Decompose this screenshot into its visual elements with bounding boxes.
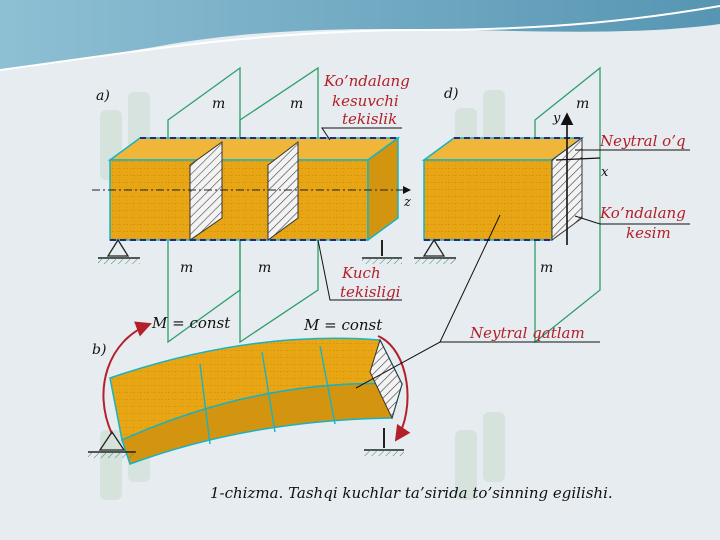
plane-m-label-4: m <box>258 260 271 276</box>
support-right-a <box>362 240 402 264</box>
label-m-const-left: M = const <box>151 314 231 332</box>
panel-d-label: d) <box>444 86 458 102</box>
plane-m-label-5: m <box>576 96 589 112</box>
beam-a-top <box>107 137 401 161</box>
plane-m-2 <box>239 66 319 344</box>
label-kondalang-kesim-2: kesim <box>626 224 671 242</box>
label-neytral-oq: Neytral o’q <box>599 132 686 150</box>
panel-a-beam <box>92 66 411 344</box>
axis-z-label: z <box>403 195 411 210</box>
label-kondalang-kesuvchi-2: kesuvchi <box>332 92 399 110</box>
plane-m-label-3: m <box>180 260 193 276</box>
label-kondalang-kesuvchi-3: tekislik <box>342 110 397 128</box>
figure-caption: 1-chizma. Tashqi kuchlar ta’sirida to’si… <box>210 484 613 502</box>
text-labels: a) b) d) m m m m m m z y x Ko’ndalang ke… <box>92 72 686 502</box>
support-right-b <box>364 428 404 456</box>
panel-a-label: a) <box>96 88 110 104</box>
panel-d-beam <box>414 66 601 344</box>
moment-arrow-left <box>102 321 152 435</box>
cut-section-1 <box>189 141 223 241</box>
axis-y-label: y <box>552 111 561 126</box>
support-left-a <box>98 238 140 264</box>
label-neytral-qatlam: Neytral qatlam <box>469 324 585 342</box>
bent-end-section <box>369 338 403 420</box>
label-kuch-1: Kuch <box>341 264 381 282</box>
leader-lines <box>317 127 690 389</box>
panel-b-label: b) <box>92 342 106 358</box>
panel-b-bent-beam <box>88 321 411 465</box>
plane-m-label-1: m <box>212 96 225 112</box>
header-wave <box>0 0 720 71</box>
beam-a-side <box>367 136 399 242</box>
label-kuch-2: tekisligi <box>340 283 401 301</box>
axis-x-label: x <box>601 165 609 180</box>
moment-arrow-right <box>377 335 411 442</box>
plane-m-d <box>534 66 601 344</box>
support-left-d <box>414 238 456 264</box>
support-left-b <box>88 430 136 458</box>
plane-m-label-6: m <box>540 260 553 276</box>
x-axis <box>555 157 601 161</box>
cut-section-2 <box>267 140 299 241</box>
label-m-const-right: M = const <box>303 316 383 334</box>
label-kondalang-kesim-1: Ko’ndalang <box>599 204 686 222</box>
label-kondalang-kesuvchi-1: Ko’ndalang <box>323 72 410 90</box>
plane-m-label-2: m <box>290 96 303 112</box>
